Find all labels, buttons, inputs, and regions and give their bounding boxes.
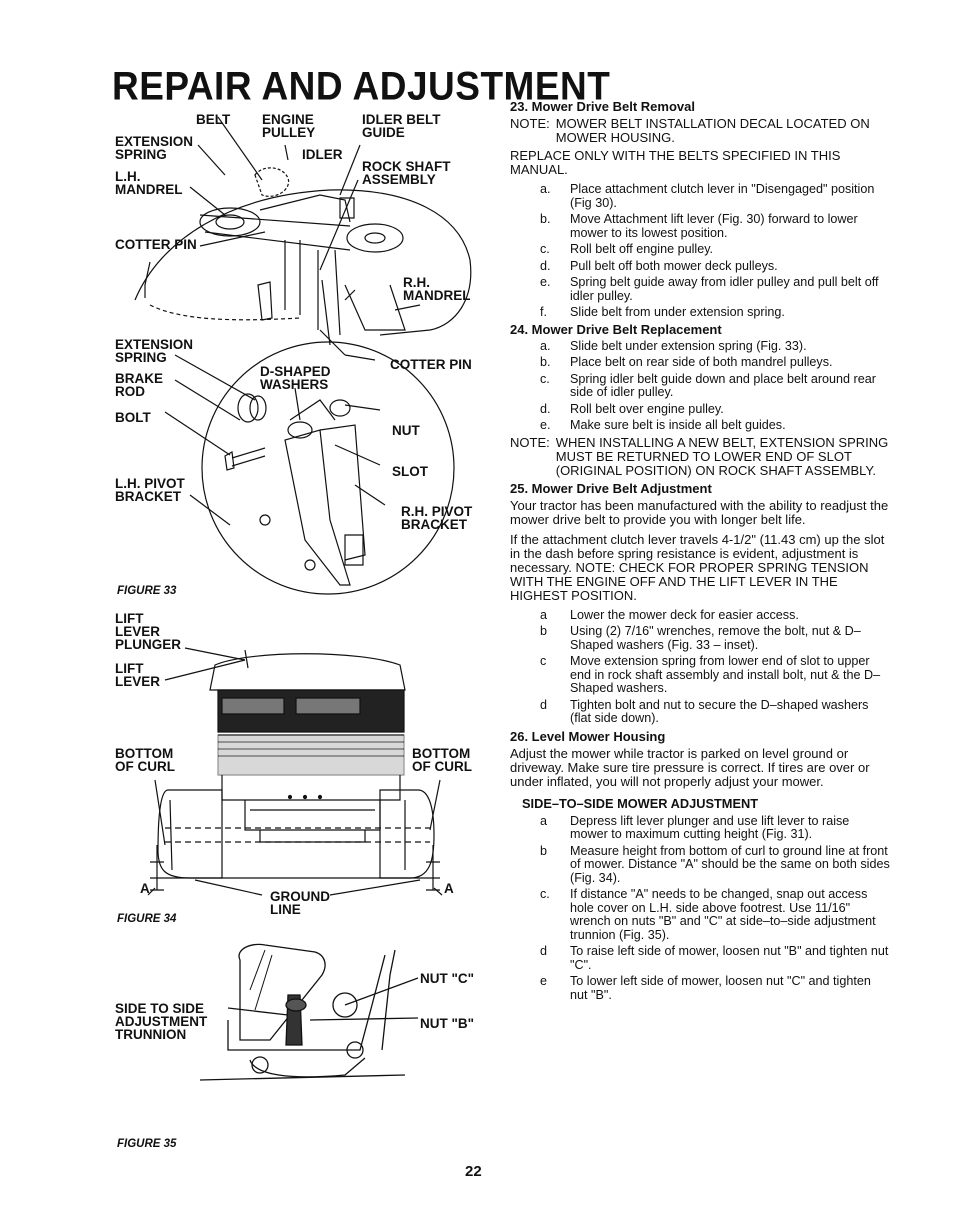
label-nut-b: NUT "B" — [420, 1016, 475, 1031]
label-lh-pivot-bracket: L.H. PIVOT BRACKET — [115, 476, 185, 504]
list-item: b.Move Attachment lift lever (Fig. 30) f… — [540, 212, 858, 240]
label-bottom-curl-left: BOTTOM OF CURL — [115, 746, 175, 774]
list-item: c.Roll belt off engine pulley. — [540, 242, 714, 256]
label-bolt: BOLT — [115, 410, 151, 425]
page-number: 22 — [465, 1163, 482, 1180]
section-25-heading: 25. Mower Drive Belt Adjustment — [510, 480, 712, 496]
list-item: f.Slide belt from under extension spring… — [540, 305, 785, 319]
section-25-para1: Your tractor has been manufactured with … — [510, 497, 889, 527]
section-26-heading: 26. Level Mower Housing — [510, 728, 666, 744]
label-idler-belt-guide: IDLER BELT GUIDE — [362, 112, 441, 140]
label-engine-pulley: ENGINE PULLEY — [262, 112, 316, 140]
note-text: MOWER BELT INSTALLATION DECAL LOCATED ON… — [555, 116, 870, 145]
list-item: e.Make sure belt is inside all belt guid… — [540, 418, 786, 432]
label-a-left: A — [140, 881, 150, 896]
list-item: c.Spring idler belt guide down and place… — [540, 371, 876, 399]
label-a-right: A — [444, 881, 454, 896]
list-item: b.Place belt on rear side of both mandre… — [540, 355, 833, 369]
figure-34-caption: FIGURE 34 — [117, 913, 177, 925]
section-24-note: NOTE: WHEN INSTALLING A NEW BELT, EXTENS… — [510, 434, 890, 478]
list-item: d.Pull belt off both mower deck pulleys. — [540, 258, 778, 273]
section-23-note: NOTE: MOWER BELT INSTALLATION DECAL LOCA… — [510, 117, 890, 145]
list-item: c.If distance "A" needs to be changed, s… — [540, 887, 876, 942]
list-item: e.Spring belt guide away from idler pull… — [540, 275, 879, 303]
label-extension-spring-top: EXTENSION SPRING — [115, 134, 194, 162]
note-key: NOTE: — [510, 434, 550, 450]
note-text: WHEN INSTALLING A NEW BELT, EXTENSION SP… — [555, 434, 889, 478]
label-d-shaped-washers: D-SHAPED WASHERS — [260, 364, 331, 392]
label-belt: BELT — [196, 112, 231, 127]
section-23-heading: 23. Mower Drive Belt Removal — [510, 99, 695, 114]
section-23-intro: REPLACE ONLY WITH THE BELTS SPECIFIED IN… — [510, 148, 841, 177]
label-ground-line: GROUND LINE — [270, 889, 330, 917]
label-trunnion: SIDE TO SIDE ADJUSTMENT TRUNNION — [115, 1001, 208, 1042]
label-slot: SLOT — [392, 464, 428, 479]
label-lift-lever: LIFT LEVER — [115, 661, 161, 689]
instructions-column: 23. Mower Drive Belt Removal NOTE: MOWER… — [510, 100, 890, 1005]
label-extension-spring-bottom: EXTENSION SPRING — [115, 337, 194, 365]
label-lh-mandrel: L.H. MANDREL — [115, 169, 183, 197]
label-nut-c: NUT "C" — [420, 971, 475, 986]
section-26-subheading: SIDE–TO–SIDE MOWER ADJUSTMENT — [522, 795, 759, 811]
label-rh-pivot-bracket: R.H. PIVOT BRACKET — [401, 504, 473, 532]
label-cotter-pin-right: COTTER PIN — [390, 357, 472, 372]
section-24-steps: a.Slide belt under extension spring (Fig… — [510, 338, 890, 433]
label-rock-shaft: ROCK SHAFT ASSEMBLY — [362, 159, 451, 187]
section-25-para2: If the attachment clutch lever travels 4… — [510, 531, 885, 603]
label-idler: IDLER — [302, 147, 343, 162]
label-brake-rod: BRAKE ROD — [115, 371, 164, 399]
label-bottom-curl-right: BOTTOM OF CURL — [412, 746, 472, 774]
section-23-steps: a.Place attachment clutch lever in "Dise… — [510, 182, 890, 320]
page-title: REPAIR AND ADJUSTMENT — [112, 64, 611, 109]
section-26-para: Adjust the mower while tractor is parked… — [510, 745, 870, 789]
figure-33-caption: FIGURE 33 — [117, 585, 177, 597]
note-key: NOTE: — [510, 116, 550, 131]
label-rh-mandrel: R.H. MANDREL — [403, 275, 471, 303]
label-lift-lever-plunger: LIFT LEVER PLUNGER — [115, 611, 182, 652]
label-nut: NUT — [392, 423, 420, 438]
list-item: a.Place attachment clutch lever in "Dise… — [540, 182, 875, 210]
label-cotter-pin-top: COTTER PIN — [115, 237, 197, 252]
list-item: d.Roll belt over engine pulley. — [540, 401, 724, 416]
figure-35-caption: FIGURE 35 — [117, 1138, 177, 1150]
section-24-heading: 24. Mower Drive Belt Replacement — [510, 321, 722, 337]
list-item: a.Slide belt under extension spring (Fig… — [540, 338, 807, 353]
